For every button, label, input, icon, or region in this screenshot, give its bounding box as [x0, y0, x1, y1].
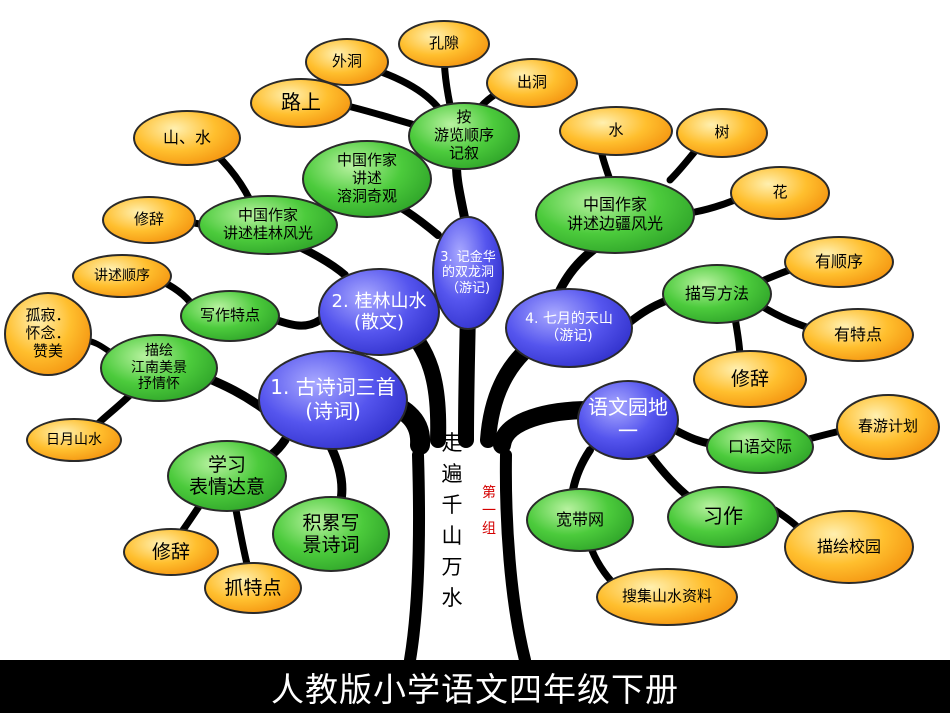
leaf-flower: 花 — [730, 166, 830, 220]
category-describe-method: 描写方法 — [662, 264, 772, 324]
category-oral-communication: 口语交际 — [706, 420, 814, 474]
leaf-lonely-nostalgia-praise: 孤寂． 怀念． 赞美 — [4, 292, 92, 376]
category-accumulate-poems: 积累写 景诗词 — [272, 496, 390, 572]
branch-trunk-garden — [493, 401, 599, 454]
leaf-gap: 孔隙 — [398, 20, 490, 68]
category-border-scenery: 中国作家 讲述边疆风光 — [535, 176, 695, 254]
trunk-right-edge — [499, 449, 531, 666]
topic-shuanglong: 3. 记金华 的双龙洞 （游记) — [432, 216, 504, 330]
category-cave-view: 中国作家 讲述 溶洞奇观 — [302, 140, 432, 218]
group-label: 第 一 组 — [482, 485, 496, 537]
category-writing-feature: 写作特点 — [180, 290, 280, 342]
leaf-sun-moon-landscape: 日月山水 — [26, 418, 122, 462]
leaf-rhetoric-tianshan: 修辞 — [693, 350, 807, 408]
topic-language-garden: 语文园地 一 — [577, 380, 679, 460]
leaf-rhetoric-guilin: 修辞 — [102, 196, 196, 244]
topic-tianshan: 4. 七月的天山 （游记) — [505, 288, 633, 368]
topic-guilin: 2. 桂林山水 (散文) — [318, 268, 440, 356]
trunk-title: 走 遍 千 山 万 水 — [441, 431, 463, 610]
trunk-left-edge — [404, 449, 426, 666]
banner-title: 人教版小学语文四年级下册 — [271, 669, 679, 709]
leaf-rhetoric-poems: 修辞 — [123, 528, 219, 576]
leaf-tree: 树 — [676, 108, 768, 158]
branch-garden-broadband — [569, 446, 594, 494]
leaf-key-features: 抓特点 — [204, 562, 302, 614]
leaf-water: 水 — [559, 106, 673, 156]
category-guilin-scenery: 中国作家 讲述桂林风光 — [198, 195, 338, 255]
topic-ancient-poems: 1. 古诗词三首 (诗词) — [258, 350, 408, 450]
leaf-narrative-order: 讲述顺序 — [72, 254, 172, 298]
leaf-spring-trip-plan: 春游计划 — [836, 394, 940, 460]
branch-garden-composition — [646, 451, 694, 502]
category-broadband: 宽带网 — [526, 488, 634, 552]
leaf-orderly: 有顺序 — [784, 236, 894, 288]
leaf-outer-cave: 外洞 — [305, 38, 389, 86]
leaf-on-the-road: 路上 — [250, 78, 352, 128]
category-tour-order: 按 游览顺序 记叙 — [408, 102, 520, 170]
leaf-collect-landscape-materials: 搜集山水资料 — [596, 568, 738, 626]
leaf-exit-cave: 出洞 — [486, 58, 578, 108]
leaf-mountain-water: 山、水 — [133, 110, 241, 166]
leaf-describe-campus: 描绘校园 — [784, 510, 914, 584]
bottom-banner: 人教版小学语文四年级下册 — [0, 660, 950, 713]
category-jiangnan: 描绘 江南美景 抒情怀 — [100, 334, 218, 402]
category-study-expression: 学习 表情达意 — [167, 440, 287, 512]
category-composition: 习作 — [667, 486, 779, 548]
leaf-distinct-features: 有特点 — [802, 308, 914, 362]
